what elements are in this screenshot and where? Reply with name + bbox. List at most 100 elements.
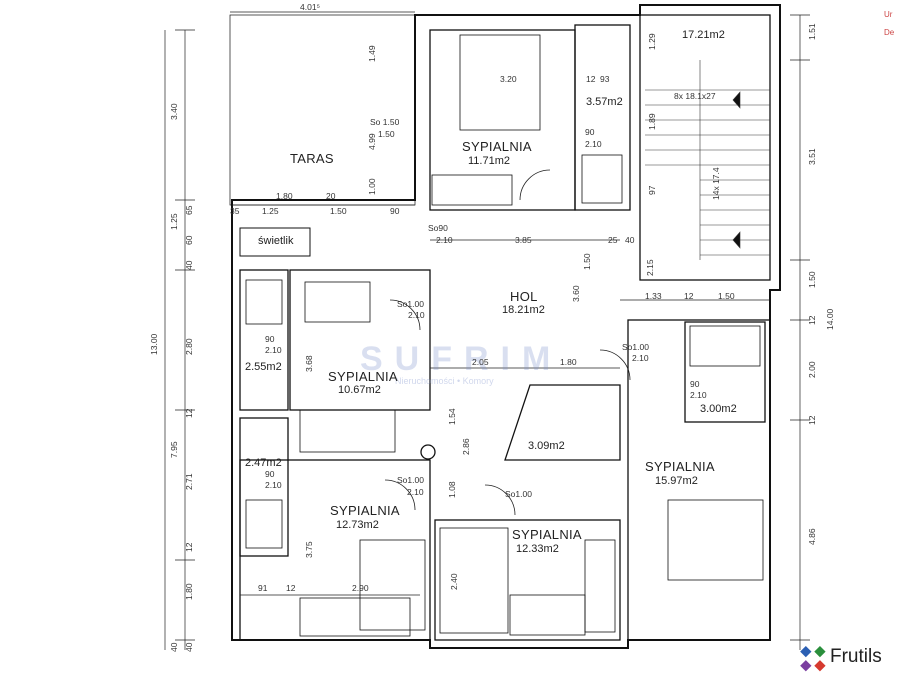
dim-499: 4.99: [367, 133, 377, 150]
wall-bedroom-top: [429, 29, 576, 211]
wall-bath-309: [504, 384, 621, 461]
brand: Frutils: [800, 646, 882, 668]
dim-129: 1.29: [647, 33, 657, 50]
left-280: 2.80: [184, 338, 194, 355]
right-1400: 14.00: [825, 308, 835, 330]
skylight: [239, 227, 311, 257]
dim-375: 3.75: [304, 541, 314, 558]
right-351: 3.51: [807, 148, 817, 165]
desk-bottom-left: [299, 597, 411, 637]
dim-286: 2.86: [461, 438, 471, 455]
left-180: 1.80: [184, 583, 194, 600]
shower-247: [245, 499, 283, 549]
area-bath-309: 3.09m2: [528, 440, 565, 452]
bed-top-2: [459, 34, 541, 131]
dim-180: 1.80: [276, 191, 293, 201]
dim-so100b: So1.00: [622, 342, 649, 352]
dim-so100a: So1.00: [397, 299, 424, 309]
label-sypialnia-bottom-left: SYPIALNIA: [330, 503, 400, 518]
right-12b: 12: [807, 415, 817, 425]
wall-bedroom-bottom-mid: [434, 519, 621, 641]
dim-154: 1.54: [447, 408, 457, 425]
dim-so100d: So1.00: [505, 489, 532, 499]
door-arc-1: [519, 169, 551, 201]
dim-97: 97: [647, 185, 657, 195]
dim-125: 1.25: [262, 206, 279, 216]
bath-300-wall: [684, 321, 766, 423]
label-sypialnia-bottom-mid: SYPIALNIA: [512, 527, 582, 542]
door-arc-4: [484, 484, 516, 516]
brand-name: Frutils: [830, 646, 882, 667]
dim-360: 3.60: [571, 285, 581, 302]
door-arc-5: [599, 349, 631, 381]
dim-210: 2.10: [436, 235, 453, 245]
dim-35: 35: [230, 206, 240, 216]
stairs-note-1: 8x 18.1x27: [674, 91, 716, 101]
dim-180b: 1.80: [560, 357, 577, 367]
corner-text-1: Ur: [884, 10, 893, 19]
dim-so150: So 1.50: [370, 117, 400, 127]
bed-top: [431, 174, 513, 206]
area-sypialnia-bottom-left: 12.73m2: [336, 519, 379, 531]
dim-top-width: 4.01⁵: [300, 2, 321, 12]
stairs-note-2: 14x 17.4: [711, 167, 721, 200]
dim-210-left2: 2.10: [265, 480, 282, 490]
dim-90-top: 90: [585, 127, 595, 137]
left-795: 7.95: [169, 441, 179, 458]
wall-stairs: [639, 14, 771, 281]
shower-255: [245, 279, 283, 325]
bed-left: [299, 409, 396, 453]
desk-left: [304, 281, 371, 323]
wall-bedroom-bottom-left: [239, 459, 431, 641]
area-hol: 18.21m2: [502, 304, 545, 316]
area-bath-255: 2.55m2: [245, 361, 282, 373]
dim-150d: 1.50: [582, 253, 592, 270]
dim-290: 2.90: [352, 583, 369, 593]
bed-right: [667, 499, 764, 581]
dim-320: 3.20: [500, 74, 517, 84]
door-arc-2: [389, 299, 421, 331]
dim-210-so100a: 2.10: [408, 310, 425, 320]
dim-215: 2.15: [645, 259, 655, 276]
dim-150a: 1.50: [378, 129, 395, 139]
area-sypialnia-left: 10.67m2: [338, 384, 381, 396]
right-150: 1.50: [807, 271, 817, 288]
dim-149: 1.49: [367, 45, 377, 62]
dim-150c: 1.50: [330, 206, 347, 216]
dim-12b: 12: [684, 291, 694, 301]
corner-text-2: De: [884, 28, 895, 37]
dim-91: 91: [258, 583, 268, 593]
dim-210-so100b: 2.10: [632, 353, 649, 363]
dim-90-right: 90: [690, 379, 700, 389]
dim-12: 12: [586, 74, 596, 84]
left-125: 1.25: [169, 213, 179, 230]
dim-90-left: 90: [265, 334, 275, 344]
wall-bath-255: [239, 269, 289, 411]
label-hol: HOL: [510, 289, 538, 304]
left-340: 3.40: [169, 103, 179, 120]
right-12: 12: [807, 315, 817, 325]
area-bath-300: 3.00m2: [700, 403, 737, 415]
column: [420, 444, 436, 460]
dim-90: 90: [390, 206, 400, 216]
dim-150e: 1.50: [718, 291, 735, 301]
area-sypialnia-right: 15.97m2: [655, 475, 698, 487]
wall-bedroom-right: [627, 319, 771, 641]
dim-368: 3.68: [304, 355, 314, 372]
dim-189: 1.89: [647, 113, 657, 130]
dim-133: 1.33: [645, 291, 662, 301]
left-271: 2.71: [184, 473, 194, 490]
shower-357: [581, 154, 623, 204]
dim-205: 2.05: [472, 357, 489, 367]
dim-240: 2.40: [449, 573, 459, 590]
desk-bottom-mid: [509, 594, 586, 636]
dim-210-left: 2.10: [265, 345, 282, 355]
wardrobe-bottom-mid: [584, 539, 616, 633]
dim-93: 93: [600, 74, 610, 84]
bed-bottom-mid: [439, 527, 509, 634]
shower-300: [689, 325, 761, 367]
label-sypialnia-left: SYPIALNIA: [328, 369, 398, 384]
watermark-sub: Nieruchomości • Komory: [395, 376, 494, 386]
outer-wall: [231, 4, 781, 649]
label-sypialnia-right: SYPIALNIA: [645, 459, 715, 474]
